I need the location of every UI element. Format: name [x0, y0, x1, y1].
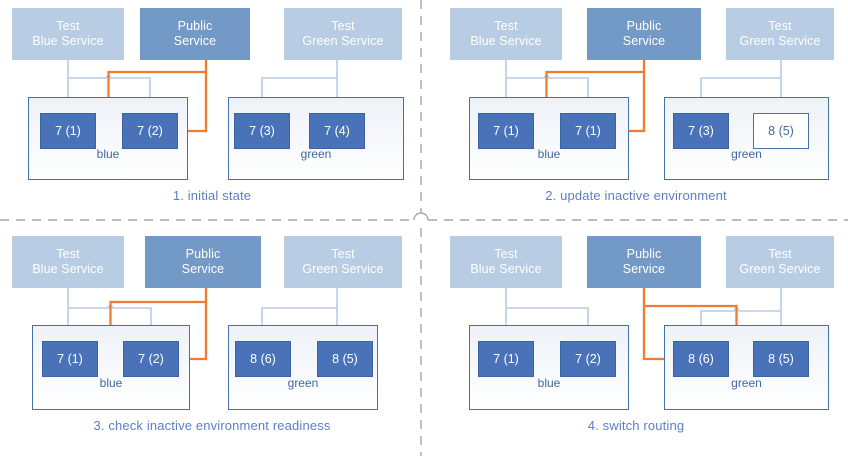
- version-node[interactable]: 7 (4): [309, 113, 365, 149]
- environment-blue-label: blue: [99, 376, 123, 390]
- service-test-green[interactable]: Test Green Service: [284, 8, 402, 60]
- version-node-label: 7 (2): [137, 124, 163, 138]
- version-node-label: 7 (1): [57, 352, 83, 366]
- version-node[interactable]: 8 (6): [235, 341, 291, 377]
- environment-green-label: green: [300, 147, 332, 161]
- version-node[interactable]: 7 (2): [122, 113, 178, 149]
- service-test-blue-line1: Test: [494, 247, 518, 261]
- service-test-green-line1: Test: [768, 19, 792, 33]
- version-node[interactable]: 7 (2): [560, 341, 616, 377]
- version-node[interactable]: 8 (5): [317, 341, 373, 377]
- version-node[interactable]: 7 (1): [560, 113, 616, 149]
- version-node[interactable]: 7 (3): [673, 113, 729, 149]
- service-test-green-line2: Green Service: [302, 34, 384, 48]
- service-test-blue-line2: Blue Service: [32, 262, 104, 276]
- panel-caption: 4. switch routing: [587, 418, 685, 433]
- panel-update-inactive-environment: Test Blue Service Public Service Test Gr…: [424, 0, 848, 228]
- version-node-label: 7 (1): [575, 124, 601, 138]
- service-test-green[interactable]: Test Green Service: [726, 236, 834, 288]
- environment-green-label: green: [731, 147, 762, 161]
- service-public-line2: Service: [173, 34, 217, 48]
- environment-blue-label: blue: [537, 147, 561, 161]
- panel-check-inactive-environment-readiness: Test Blue Service Public Service Test Gr…: [0, 228, 424, 456]
- service-public-line2: Service: [181, 262, 225, 276]
- service-public-line2: Service: [622, 34, 666, 48]
- version-node[interactable]: 8 (6): [673, 341, 729, 377]
- service-test-green-line1: Test: [768, 247, 792, 261]
- service-test-blue-line1: Test: [56, 19, 80, 33]
- version-node[interactable]: 8 (5): [753, 341, 809, 377]
- panel-caption: 1. initial state: [172, 188, 252, 203]
- service-public-line2: Service: [622, 262, 666, 276]
- version-node[interactable]: 7 (2): [123, 341, 179, 377]
- service-public[interactable]: Public Service: [587, 8, 701, 60]
- service-test-blue[interactable]: Test Blue Service: [450, 236, 562, 288]
- service-public-line1: Public: [185, 247, 221, 261]
- service-test-blue[interactable]: Test Blue Service: [450, 8, 562, 60]
- service-public[interactable]: Public Service: [145, 236, 261, 288]
- version-node[interactable]: 7 (1): [478, 113, 534, 149]
- version-node-label: 7 (4): [324, 124, 350, 138]
- service-test-green-line2: Green Service: [739, 262, 821, 276]
- version-node-label: 7 (3): [249, 124, 275, 138]
- version-node-label: 8 (6): [250, 352, 276, 366]
- service-test-blue-line2: Blue Service: [32, 34, 104, 48]
- version-node[interactable]: 7 (1): [40, 113, 96, 149]
- version-node-label: 7 (1): [493, 352, 519, 366]
- service-test-blue-line1: Test: [56, 247, 80, 261]
- service-test-blue[interactable]: Test Blue Service: [12, 8, 124, 60]
- service-test-green-line1: Test: [331, 19, 355, 33]
- service-test-blue-line2: Blue Service: [470, 34, 542, 48]
- service-public[interactable]: Public Service: [587, 236, 701, 288]
- service-test-blue[interactable]: Test Blue Service: [12, 236, 124, 288]
- panel-initial-state: Test Blue Service Public Service Test Gr…: [0, 0, 424, 228]
- version-node-label: 7 (1): [55, 124, 81, 138]
- service-test-blue-line2: Blue Service: [470, 262, 542, 276]
- service-test-green-line1: Test: [331, 247, 355, 261]
- service-public-line1: Public: [177, 19, 213, 33]
- version-node-label: 8 (5): [332, 352, 358, 366]
- version-node[interactable]: 8 (5): [753, 113, 809, 149]
- service-test-green-line2: Green Service: [739, 34, 821, 48]
- version-node-label: 7 (3): [688, 124, 714, 138]
- environment-green-label: green: [287, 376, 319, 390]
- panel-switch-routing: Test Blue Service Public Service Test Gr…: [424, 228, 848, 456]
- service-public[interactable]: Public Service: [140, 8, 250, 60]
- version-node-label: 8 (5): [768, 124, 794, 138]
- version-node-label: 7 (1): [493, 124, 519, 138]
- version-node-label: 7 (2): [575, 352, 601, 366]
- panel-caption: 3. check inactive environment readiness: [93, 418, 331, 433]
- environment-green-label: green: [731, 376, 762, 390]
- version-node[interactable]: 7 (3): [234, 113, 290, 149]
- version-node-label: 8 (5): [768, 352, 794, 366]
- environment-blue-label: blue: [537, 376, 561, 390]
- version-node-label: 8 (6): [688, 352, 714, 366]
- service-test-green[interactable]: Test Green Service: [284, 236, 402, 288]
- version-node-label: 7 (2): [138, 352, 164, 366]
- service-test-green[interactable]: Test Green Service: [726, 8, 834, 60]
- service-public-line1: Public: [626, 247, 662, 261]
- service-test-green-line2: Green Service: [302, 262, 384, 276]
- version-node[interactable]: 7 (1): [478, 341, 534, 377]
- panel-caption: 2. update inactive environment: [545, 188, 727, 203]
- version-node[interactable]: 7 (1): [42, 341, 98, 377]
- service-test-blue-line1: Test: [494, 19, 518, 33]
- environment-blue-label: blue: [96, 147, 120, 161]
- service-public-line1: Public: [626, 19, 662, 33]
